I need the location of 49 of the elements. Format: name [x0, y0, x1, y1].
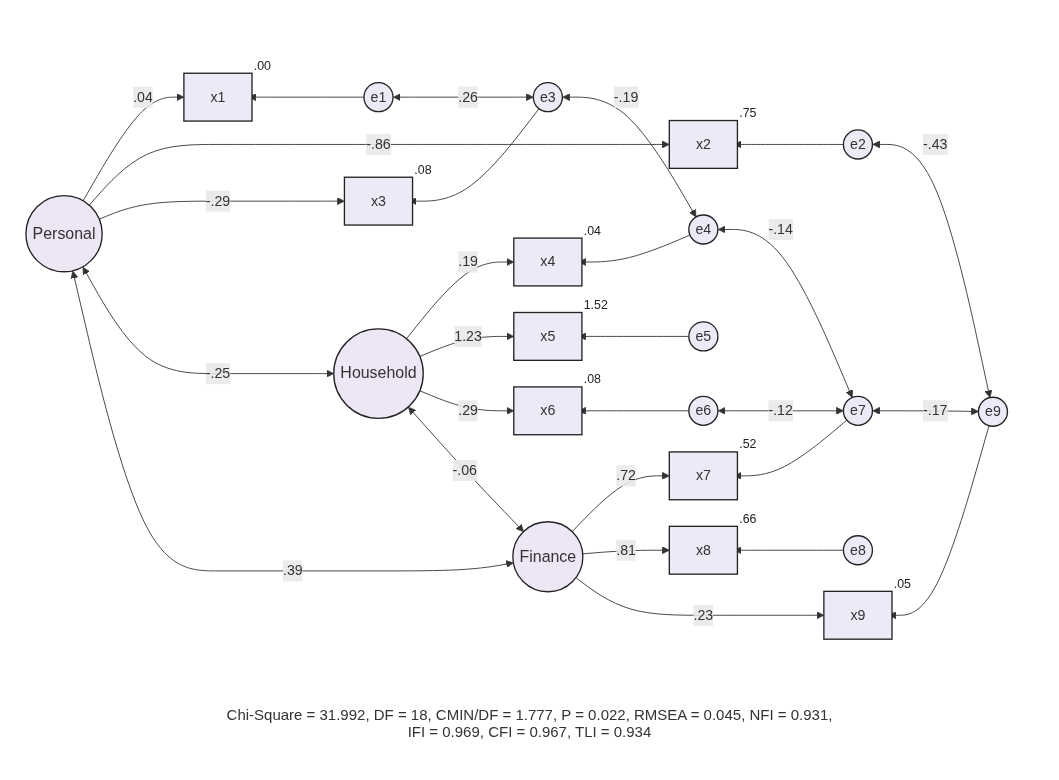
edge-label: .04	[132, 89, 153, 105]
node-box: x6	[512, 386, 583, 436]
edge-label: .19	[457, 254, 478, 270]
edge-label: -.06	[452, 462, 477, 478]
node-circle: e5	[687, 321, 719, 353]
node-circle: e2	[842, 129, 873, 161]
edge-label: .23	[693, 607, 713, 623]
node-circle: e3	[532, 82, 563, 113]
edge-label: -.19	[613, 89, 638, 105]
edge-label: -.17	[922, 403, 947, 419]
node-circle: e9	[977, 397, 1008, 428]
node-circle: e1	[362, 82, 394, 113]
r-squared-label: .52	[738, 437, 756, 452]
node-box: x4	[512, 237, 583, 287]
edge-label: .29	[457, 403, 478, 419]
r-squared-label: 1.52	[583, 298, 608, 313]
edge-label: .26	[457, 89, 478, 105]
node-box: x8	[668, 526, 738, 576]
node-circle: e6	[687, 396, 719, 427]
node-circle: Personal	[24, 195, 103, 273]
r-squared-label: .08	[583, 372, 601, 387]
node-box: x3	[343, 177, 413, 227]
edge-label: -.43	[922, 136, 947, 152]
node-circle: e7	[842, 396, 873, 427]
node-circle: e4	[687, 214, 719, 246]
edge-label: -.12	[767, 403, 793, 419]
node-circle: Household	[332, 328, 424, 420]
fit-statistics-caption: Chi-Square = 31.992, DF = 18, CMIN/DF = 1.777, P = 0.022, RMSEA = 0.045, NFI = 0.931, IFI = 0.969, CFI = 0.967, TLI = 0.934	[225, 706, 834, 740]
node-box: x9	[822, 591, 893, 641]
r-squared-label: .05	[893, 577, 911, 592]
r-squared-label: .66	[738, 512, 756, 527]
r-squared-label: .04	[583, 224, 601, 238]
edge-label: -.86	[365, 136, 391, 152]
node-circle: e8	[842, 535, 873, 566]
r-squared-label: .08	[413, 163, 432, 178]
node-box: x5	[512, 312, 583, 362]
edge-label: -.29	[205, 193, 230, 209]
edge-label: .81	[615, 542, 636, 558]
node-box: x1	[182, 73, 253, 123]
r-squared-label: .75	[738, 106, 756, 121]
edge-label: -.25	[205, 366, 230, 382]
edge-label: .39	[282, 563, 303, 579]
node-box: x2	[668, 120, 738, 170]
r-squared-label: .00	[253, 59, 271, 74]
node-box: x7	[668, 451, 738, 501]
edge-label: -.14	[767, 221, 793, 238]
node-circle: Finance	[511, 521, 584, 593]
edge-label: .72	[615, 468, 636, 484]
edge-label: 1.23	[453, 328, 482, 344]
